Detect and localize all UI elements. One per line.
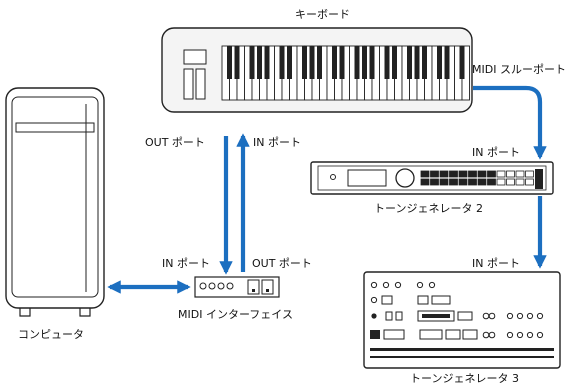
tone-generator-button [507, 179, 515, 185]
black-key [317, 46, 322, 79]
black-key [340, 46, 345, 79]
black-key [332, 46, 337, 79]
tone-generator-3-label: トーンジェネレータ 3 [410, 373, 519, 385]
black-key [362, 46, 367, 79]
tone-generator-2-in-port-label: IN ポート [472, 147, 520, 159]
midi-thru-port-label: MIDI スルーポート [472, 64, 566, 76]
tone-generator-3-device [364, 272, 560, 368]
tone-generator-button [526, 179, 534, 185]
black-key [422, 46, 427, 79]
tone-generator-button [440, 179, 448, 185]
tone-generator-button [459, 179, 467, 185]
tone-generator-button [497, 171, 505, 177]
tone-generator-button [507, 171, 515, 177]
keyboard-device [162, 28, 472, 112]
tone-generator-button [488, 179, 496, 185]
tone-generator-button [497, 179, 505, 185]
tone-generator-button [516, 179, 524, 185]
tone-generator-button [478, 171, 486, 177]
computer-device [6, 88, 104, 316]
tone-generator-button [488, 171, 496, 177]
computer-label: コンピュータ [18, 329, 84, 341]
tone-generator-button [478, 179, 486, 185]
black-key [302, 46, 307, 79]
midi-interface-in-port-label: IN ポート [162, 258, 210, 270]
tone-generator-button [450, 171, 458, 177]
tone-generator-button [469, 171, 477, 177]
black-key [370, 46, 375, 79]
black-key [355, 46, 360, 79]
black-key [445, 46, 450, 79]
keyboard-label: キーボード [295, 9, 350, 21]
tone-generator-button [431, 179, 439, 185]
midi-interface-label: MIDI インターフェイス [178, 309, 293, 321]
black-key [392, 46, 397, 79]
black-key [415, 46, 420, 79]
tone-generator-2-label: トーンジェネレータ 2 [374, 203, 483, 215]
tone-generator-button [421, 179, 429, 185]
tone-generator-button [469, 179, 477, 185]
tone-generator-button [459, 171, 467, 177]
tone-generator-button [526, 171, 534, 177]
tone-generator-button [431, 171, 439, 177]
black-key [257, 46, 262, 79]
black-key [407, 46, 412, 79]
black-key [280, 46, 285, 79]
tone-generator-button [450, 179, 458, 185]
black-key [235, 46, 240, 79]
black-key [460, 46, 465, 79]
tone-generator-button [421, 171, 429, 177]
midi-interface-out-port-label: OUT ポート [252, 258, 312, 270]
black-key [227, 46, 232, 79]
keyboard-out-port-label: OUT ポート [145, 137, 205, 149]
keyboard-keys [222, 46, 470, 100]
tone-generator-3-in-port-label: IN ポート [472, 258, 520, 270]
black-key [265, 46, 270, 79]
tone-generator-2-device [311, 162, 553, 194]
black-key [250, 46, 255, 79]
black-key [287, 46, 292, 79]
tone-generator-button [440, 171, 448, 177]
black-key [310, 46, 315, 79]
keyboard-in-port-label: IN ポート [253, 137, 301, 149]
black-key [437, 46, 442, 79]
midi-interface-device [195, 277, 279, 297]
black-key [385, 46, 390, 79]
tone-generator-button [516, 171, 524, 177]
